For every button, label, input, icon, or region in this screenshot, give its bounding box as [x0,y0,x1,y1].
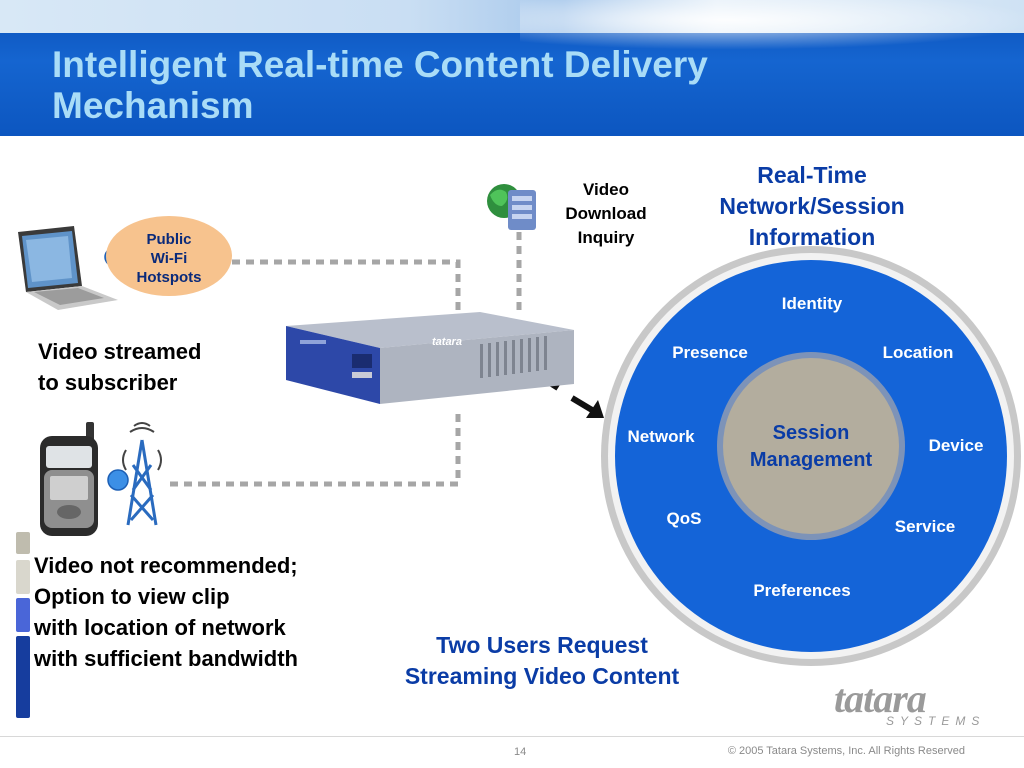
laptop-icon [18,226,118,310]
inquiry-line-3: Inquiry [577,228,635,247]
circle-label-location: Location [882,343,954,362]
phone-caption-line-4: with sufficient bandwidth [34,646,298,671]
laptop-caption-line-2: to subscriber [38,370,178,395]
company-logo-word: tatara [834,676,927,721]
inquiry-line-2: Download [565,204,647,223]
phone-caption: Video not recommended; Option to view cl… [34,550,298,674]
laptop-caption-line-1: Video streamed [38,339,202,364]
accent-bar-4 [16,636,30,718]
server-brand-label: tatara [432,336,462,348]
accent-bar-1 [16,532,30,554]
bottom-caption-line-2: Streaming Video Content [404,663,680,689]
hotspot-line-1: Public [146,231,192,248]
phone-caption-line-1: Video not recommended; [34,553,298,578]
realtime-line-1: Real-Time [757,162,867,188]
session-circle-graphic [601,246,1021,666]
video-inquiry-label: Video Download Inquiry [556,178,656,250]
bottom-caption-line-1: Two Users Request [436,632,648,658]
circle-label-presence: Presence [672,343,748,362]
title-line-2: Mechanism [52,85,254,126]
circle-label-qos: QoS [666,509,702,528]
hotspot-line-2: Wi-Fi [150,250,188,267]
circle-label-preferences: Preferences [753,581,851,600]
accent-bar-3 [16,598,30,632]
circle-label-network: Network [627,427,695,446]
circle-label-service: Service [894,517,956,536]
title-line-1: Intelligent Real-time Content Delivery [52,44,708,85]
connection-tower-server [170,410,461,487]
accent-bar-2 [16,560,30,594]
session-line-2: Management [749,449,873,471]
connection-hotspot-server [232,259,461,330]
page-number: 14 [514,746,527,758]
hotspot-line-3: Hotspots [136,269,202,286]
hotspot-bubble [106,216,232,296]
company-logo-sub: SYSTEMS [886,714,986,728]
phone-caption-line-2: Option to view clip [34,584,230,609]
realtime-line-2: Network/Session [719,193,905,219]
slide-header: Intelligent Real-time Content Delivery M… [0,0,1024,136]
globe-server-icon [487,184,536,230]
realtime-line-3: Information [748,224,876,250]
laptop-caption: Video streamed to subscriber [38,336,201,398]
phone-caption-line-3: with location of network [34,615,286,640]
connection-lines [170,232,522,487]
tower-ap-dot [107,469,129,491]
slide-title: Intelligent Real-time Content Delivery M… [52,44,812,126]
realtime-info-label: Real-Time Network/Session Information [690,160,934,253]
circle-label-identity: Identity [781,294,843,313]
server-appliance-icon [286,312,574,404]
circle-label-device: Device [928,436,984,455]
cell-tower-icon [122,422,162,526]
session-management-label: Session Management [731,420,891,474]
inquiry-line-1: Video [583,180,629,199]
bottom-caption: Two Users Request Streaming Video Conten… [372,630,712,692]
hotspot-label: Public Wi-Fi Hotspots [106,230,232,287]
header-light-sweep [520,0,1024,50]
session-line-1: Session [772,422,850,444]
footer-divider [0,736,1024,737]
copyright-text: © 2005 Tatara Systems, Inc. All Rights R… [727,745,965,757]
phone-icon [40,422,98,536]
